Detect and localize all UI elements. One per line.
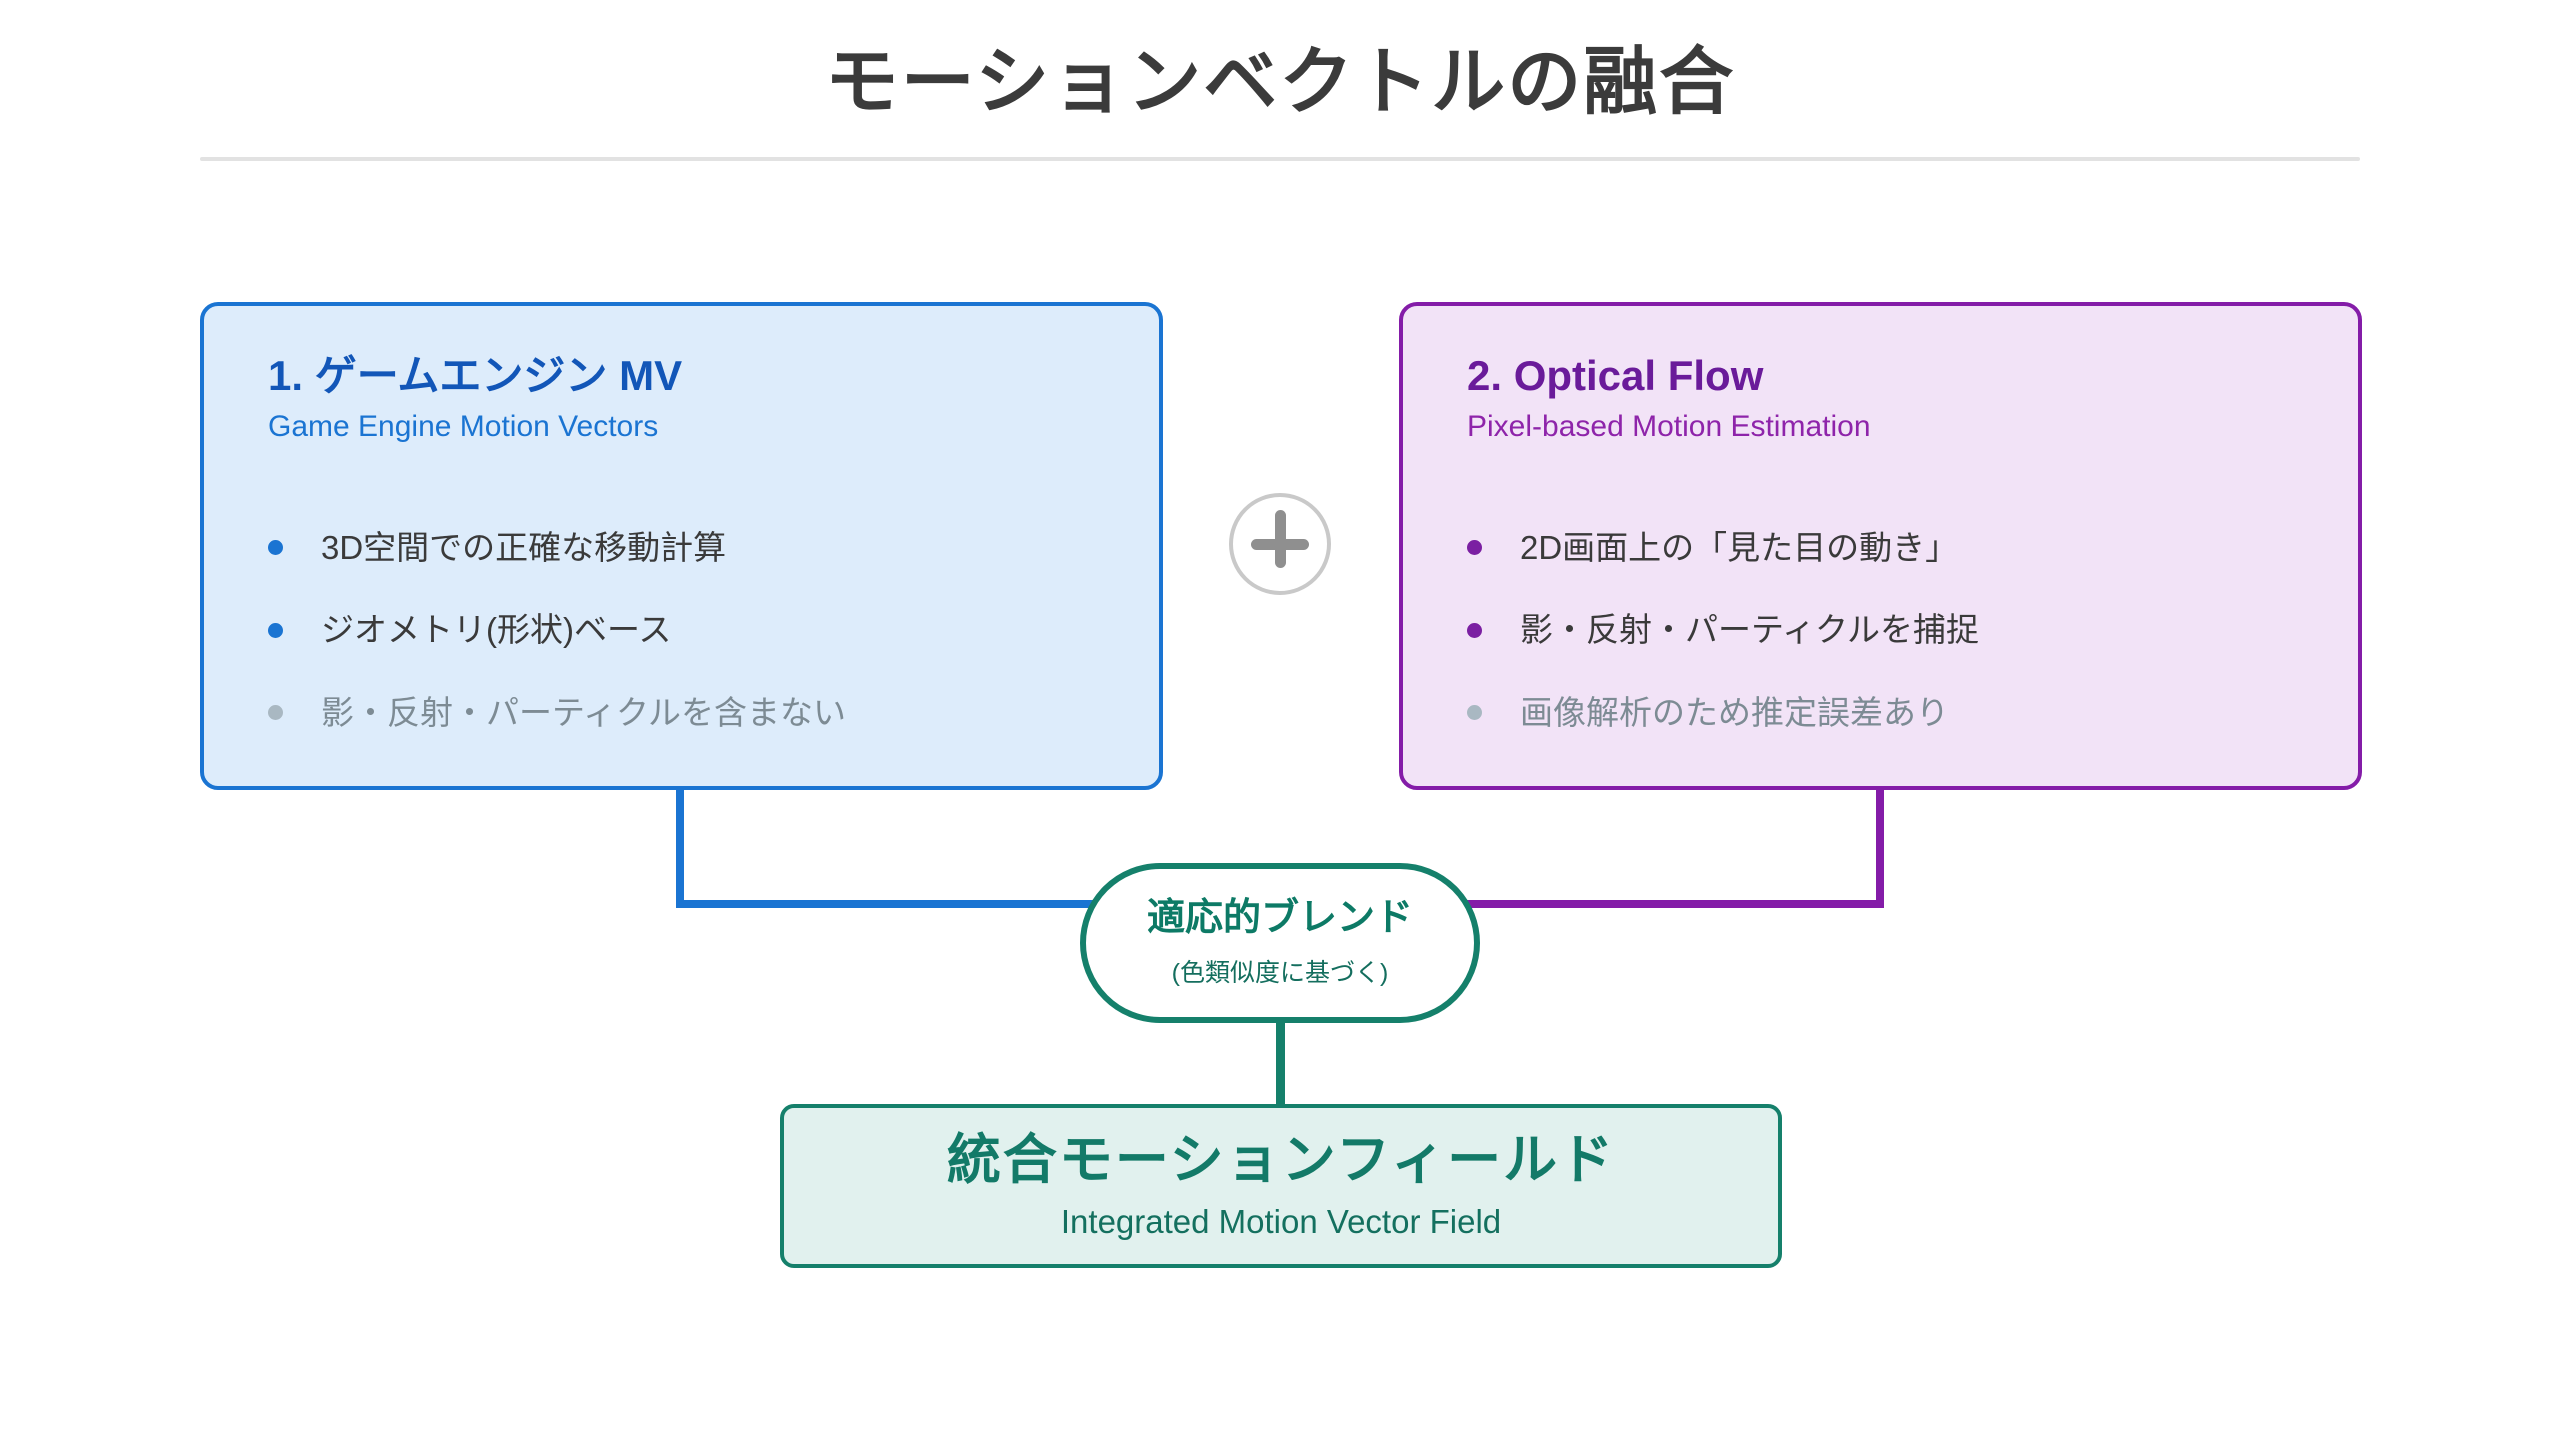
- card-optical-flow: 2. Optical Flow Pixel-based Motion Estim…: [1399, 302, 2362, 790]
- connector-blue-vertical: [676, 786, 684, 908]
- connector-teal-vertical: [1276, 1018, 1285, 1110]
- title-divider: [200, 157, 2360, 161]
- plus-icon: [1229, 493, 1331, 595]
- adaptive-blend-title: 適応的ブレンド: [1146, 897, 1413, 940]
- list-item: 2D画面上の「見た目の動き」: [1467, 526, 2298, 571]
- list-item: 3D空間での正確な移動計算: [268, 526, 1099, 571]
- plus-icon-vertical-bar: [1274, 510, 1286, 568]
- bullet-dot-icon: [1467, 622, 1482, 638]
- bullet-text: 影・反射・パーティクルを含まない: [321, 693, 847, 731]
- bullet-dot-icon: [268, 622, 283, 638]
- bullet-text: ジオメトリ(形状)ベース: [321, 611, 672, 649]
- connector-blue-horizontal: [676, 900, 1130, 908]
- bullet-text: 影・反射・パーティクルを捕捉: [1520, 611, 1980, 649]
- card-game-engine-title: 1. ゲームエンジン MV: [268, 352, 683, 399]
- adaptive-blend-node: 適応的ブレンド (色類似度に基づく): [1080, 863, 1480, 1023]
- bullet-text: 2D画面上の「見た目の動き」: [1520, 528, 1959, 566]
- card-game-engine-subtitle: Game Engine Motion Vectors: [268, 409, 659, 443]
- page-title: モーションベクトルの融合: [824, 40, 1736, 123]
- integrated-motion-field-title: 統合モーションフィールド: [946, 1130, 1616, 1191]
- list-item: 影・反射・パーティクルを含まない: [268, 691, 1099, 736]
- bullet-dot-icon: [1467, 705, 1482, 721]
- integrated-motion-field-node: 統合モーションフィールド Integrated Motion Vector Fi…: [780, 1104, 1782, 1268]
- integrated-motion-field-subtitle: Integrated Motion Vector Field: [1060, 1202, 1502, 1240]
- bullet-dot-icon: [1467, 540, 1482, 556]
- connector-purple-vertical: [1876, 786, 1884, 908]
- bullet-text: 画像解析のため推定誤差あり: [1520, 693, 1949, 731]
- card-optical-flow-subtitle: Pixel-based Motion Estimation: [1467, 409, 1871, 443]
- list-item: ジオメトリ(形状)ベース: [268, 608, 1099, 653]
- bullet-dot-icon: [268, 540, 283, 556]
- card-game-engine-mv: 1. ゲームエンジン MV Game Engine Motion Vectors…: [200, 302, 1163, 790]
- card-optical-flow-title: 2. Optical Flow: [1467, 352, 1764, 399]
- list-item: 画像解析のため推定誤差あり: [1467, 691, 2298, 736]
- bullet-text: 3D空間での正確な移動計算: [321, 528, 727, 566]
- optical-flow-bullet-list: 2D画面上の「見た目の動き」 影・反射・パーティクルを捕捉 画像解析のため推定誤…: [1467, 526, 2298, 736]
- bullet-dot-icon: [268, 705, 283, 721]
- list-item: 影・反射・パーティクルを捕捉: [1467, 608, 2298, 653]
- connector-purple-horizontal: [1430, 900, 1884, 908]
- adaptive-blend-subtitle: (色類似度に基づく): [1171, 958, 1389, 987]
- game-engine-bullet-list: 3D空間での正確な移動計算 ジオメトリ(形状)ベース 影・反射・パーティクルを含…: [268, 526, 1099, 736]
